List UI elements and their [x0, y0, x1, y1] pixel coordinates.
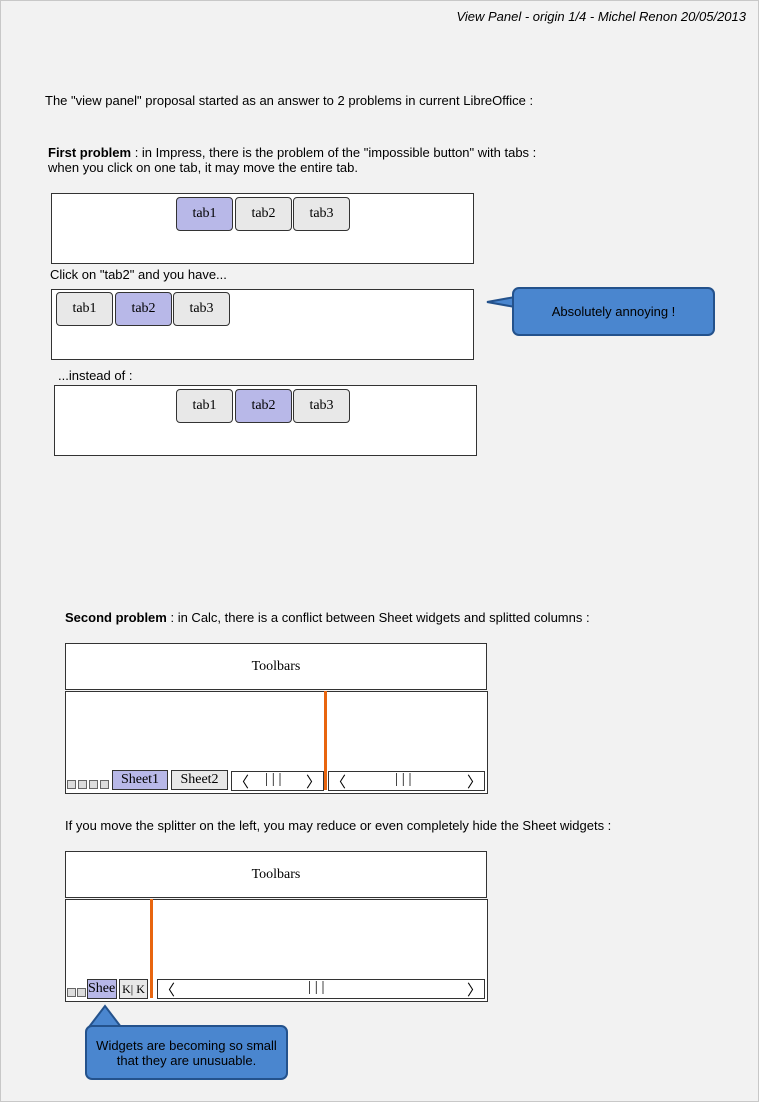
problem2-title: Second problem [65, 610, 167, 625]
tab2-initial[interactable]: tab2 [235, 197, 292, 231]
column-splitter-1[interactable] [324, 691, 327, 790]
widgets-callout-line2: that they are unusuable. [116, 1052, 257, 1068]
tab2-moved[interactable]: tab2 [115, 292, 172, 326]
nav-prev-button-1[interactable] [78, 780, 87, 789]
nav-prev-button-2[interactable] [77, 988, 86, 997]
tab1-expected[interactable]: tab1 [176, 389, 233, 423]
tab2-expected[interactable]: tab2 [235, 389, 292, 423]
scroll-left-arrow-icon[interactable]: 〈 [331, 775, 347, 791]
toolbars-box-1: Toolbars [65, 643, 487, 690]
annoying-callout: Absolutely annoying ! [512, 287, 715, 336]
scroll-thumb-grip[interactable]: | | | [265, 771, 282, 787]
left-hscrollbar-1[interactable]: 〈 | | | 〉 [231, 771, 324, 791]
problem2-heading: Second problem : in Calc, there is a con… [65, 610, 590, 625]
problem2-line1: : in Calc, there is a conflict between S… [166, 610, 590, 625]
problem1-title: First problem [48, 145, 132, 160]
click-caption: Click on "tab2" and you have... [50, 267, 227, 282]
sheet-nav-compressed[interactable]: K| K [119, 979, 148, 999]
toolbars-box-2: Toolbars [65, 851, 487, 898]
sheet2-tab-1[interactable]: Sheet2 [171, 770, 228, 790]
widgets-callout-line1: Widgets are becoming so small [96, 1037, 277, 1053]
page-header: View Panel - origin 1/4 - Michel Renon 2… [456, 9, 746, 24]
sheet1-tab-truncated[interactable]: Shee [87, 979, 117, 999]
scroll-right-arrow-icon[interactable]: 〉 [466, 983, 482, 999]
scroll-thumb-grip[interactable]: | | | [395, 771, 412, 787]
move-caption: If you move the splitter on the left, yo… [65, 818, 612, 833]
instead-caption: ...instead of : [58, 368, 133, 383]
tab1-initial[interactable]: tab1 [176, 197, 233, 231]
scroll-left-arrow-icon[interactable]: 〈 [160, 983, 176, 999]
nav-first-button-1[interactable] [67, 780, 76, 789]
problem1-line1: : in Impress, there is the problem of th… [131, 145, 537, 160]
nav-last-button-1[interactable] [100, 780, 109, 789]
column-splitter-2[interactable] [150, 899, 153, 998]
widgets-callout: Widgets are becoming so small that they … [85, 1025, 288, 1080]
scroll-right-arrow-icon[interactable]: 〉 [466, 775, 482, 791]
scroll-left-arrow-icon[interactable]: 〈 [234, 775, 250, 791]
right-hscrollbar-1[interactable]: 〈 | | | 〉 [328, 771, 485, 791]
tab3-initial[interactable]: tab3 [293, 197, 350, 231]
nav-first-button-2[interactable] [67, 988, 76, 997]
hscrollbar-2[interactable]: 〈 | | | 〉 [157, 979, 485, 999]
tab3-moved[interactable]: tab3 [173, 292, 230, 326]
scroll-right-arrow-icon[interactable]: 〉 [305, 775, 321, 791]
problem1-heading: First problem : in Impress, there is the… [48, 145, 536, 160]
intro-text: The "view panel" proposal started as an … [45, 93, 534, 108]
scroll-thumb-grip[interactable]: | | | [308, 979, 325, 995]
tab3-expected[interactable]: tab3 [293, 389, 350, 423]
problem1-line2: when you click on one tab, it may move t… [48, 160, 359, 175]
tab1-moved[interactable]: tab1 [56, 292, 113, 326]
sheet1-tab-1[interactable]: Sheet1 [112, 770, 168, 790]
nav-next-button-1[interactable] [89, 780, 98, 789]
